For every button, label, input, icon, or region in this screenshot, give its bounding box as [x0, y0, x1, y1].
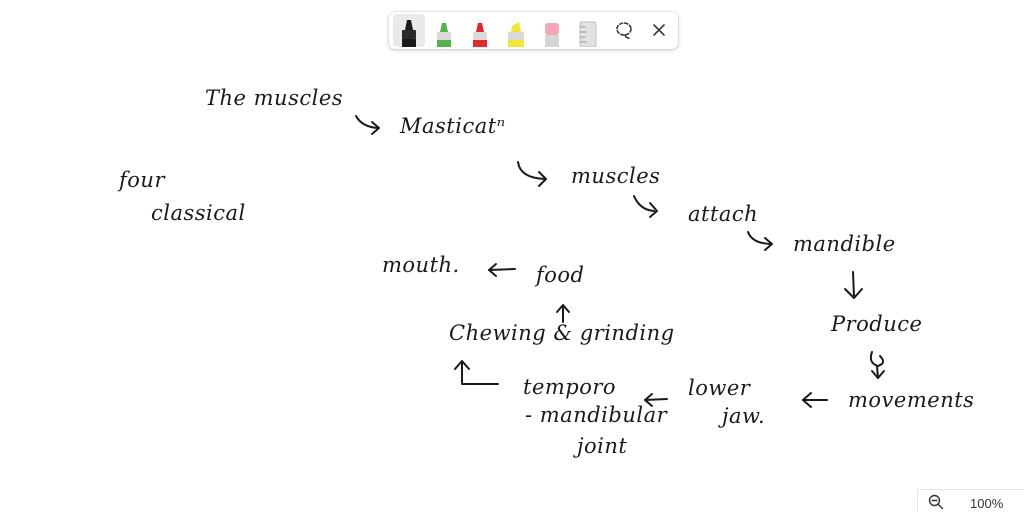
ink-food: food [536, 263, 585, 287]
arrowhead-7 [802, 392, 812, 408]
ink-the-muscles: The muscles [205, 86, 344, 110]
left-arrow-lower-jaw [644, 398, 668, 401]
arrowhead-5 [844, 288, 863, 299]
arrowhead-10 [556, 304, 570, 313]
lasso-select-button[interactable] [613, 19, 635, 41]
down-arrow-mandible [852, 271, 855, 298]
eraser-icon [545, 23, 559, 47]
arrowhead-2 [538, 171, 547, 187]
elbow-arrow [461, 361, 499, 385]
green-pen-tool[interactable] [428, 14, 460, 47]
close-toolbar-button[interactable] [648, 19, 670, 41]
arrowhead-4 [764, 237, 773, 251]
ink-jaw: jaw. [722, 404, 766, 428]
red-pen-tool[interactable] [464, 14, 496, 47]
arrowhead-3 [649, 202, 658, 218]
red-marker-icon [473, 23, 487, 47]
curved-arrow-3 [633, 195, 655, 212]
zoom-level: 100% [970, 496, 1004, 511]
black-marker-icon [402, 20, 416, 47]
zoom-out-icon [928, 494, 944, 510]
ink-chewing-grinding: Chewing & grinding [449, 321, 675, 345]
yellow-highlighter-icon [508, 22, 524, 47]
down-arrow-produce [869, 351, 884, 379]
arrowhead-11 [488, 263, 497, 277]
green-marker-icon [437, 23, 451, 47]
ink-muscles: muscles [571, 164, 661, 188]
ink-classical: classical [151, 201, 246, 225]
ruler-icon [579, 21, 597, 47]
ink-four: four [119, 168, 165, 192]
ink-attach: attach [688, 202, 759, 226]
curved-arrow-1 [355, 115, 379, 129]
arrowhead-6 [871, 370, 885, 379]
close-icon [653, 24, 665, 36]
ink-lower: lower [688, 376, 751, 400]
ink-produce: Produce [831, 312, 923, 336]
ink-movements: movements [848, 388, 975, 412]
black-pen-tool[interactable] [393, 14, 425, 47]
arrowhead-9 [454, 360, 470, 370]
ink-mandibular: - mandibular [525, 403, 668, 427]
yellow-highlighter-tool[interactable] [500, 14, 532, 47]
ink-masticat: Masticatⁿ [400, 114, 506, 138]
curved-arrow-2 [517, 161, 546, 180]
arrowhead-8 [644, 393, 653, 407]
zoom-out-button[interactable] [928, 494, 944, 510]
ink-joint: joint [577, 434, 628, 458]
left-arrow-food [488, 268, 516, 271]
curved-arrow-4 [747, 231, 771, 245]
zoom-control: 100% [917, 489, 1024, 512]
ruler-tool[interactable] [572, 14, 604, 47]
lasso-select-icon [616, 22, 632, 39]
pen-toolbar [389, 12, 678, 49]
ink-mandible: mandible [793, 232, 896, 256]
arrowhead-1 [371, 121, 380, 135]
ink-mouth: mouth. [382, 253, 460, 277]
ink-temporo: temporo [523, 375, 617, 399]
eraser-tool[interactable] [536, 14, 568, 47]
